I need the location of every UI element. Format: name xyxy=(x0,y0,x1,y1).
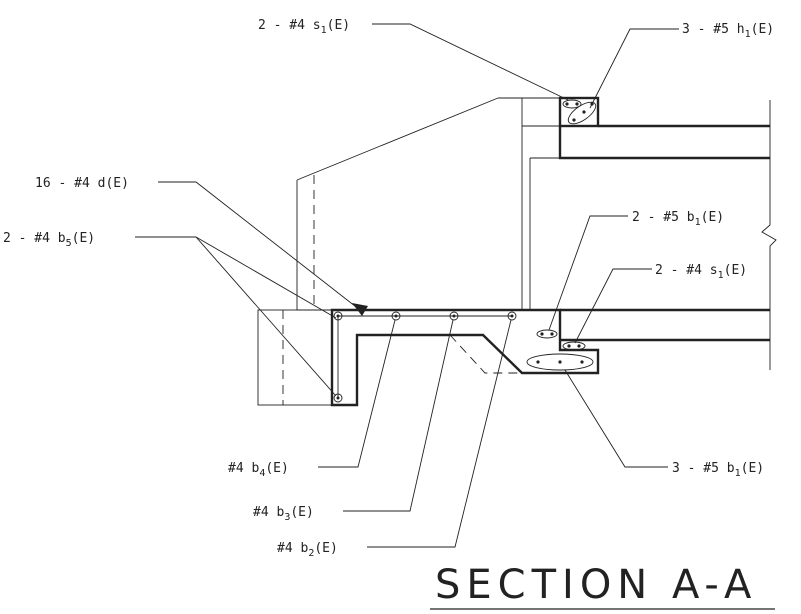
s1-lower-bar-2 xyxy=(577,344,581,348)
label-s1-lower: 2 - #4 s1(E) xyxy=(655,263,747,281)
label-b2: #4 b2(E) xyxy=(277,541,338,559)
structure xyxy=(257,96,777,407)
rebar-b4-dot xyxy=(394,314,398,318)
leader-d-arrow xyxy=(352,303,368,316)
b1-upper-bar-2 xyxy=(550,332,554,336)
rebar-d-1-dot xyxy=(336,314,340,318)
section-title: SECTION A-A xyxy=(435,562,757,608)
leader-s1-top xyxy=(372,23,569,101)
s1-top-group xyxy=(562,99,582,109)
label-b4: #4 b4(E) xyxy=(228,461,289,479)
footing-dashed xyxy=(449,334,522,374)
label-b1-lower: 3 - #5 b1(E) xyxy=(672,461,764,479)
top-block xyxy=(558,96,600,128)
leaders xyxy=(135,23,679,548)
rebar-b2-dot xyxy=(510,314,514,318)
label-b1-upper: 2 - #5 b1(E) xyxy=(632,210,724,228)
rebar-b4 xyxy=(391,311,401,321)
s1-lower-group xyxy=(562,341,586,351)
left-block xyxy=(257,309,333,406)
leader-b1-lower xyxy=(564,369,668,468)
footing-outline xyxy=(330,308,600,407)
label-h1: 3 - #5 h1(E) xyxy=(682,22,774,40)
label-s1-top: 2 - #4 s1(E) xyxy=(258,18,350,36)
rebar-b3-dot xyxy=(452,314,456,318)
h1-bar-2 xyxy=(582,110,586,114)
b1-upper-bar-1 xyxy=(540,332,544,336)
left-wall-outline xyxy=(296,180,332,311)
rebar-b5-dot xyxy=(336,396,340,400)
leader-s1-lower xyxy=(574,268,652,344)
rebar-b5 xyxy=(333,393,343,403)
s1-lower-bar-1 xyxy=(567,344,571,348)
h1-bar-1 xyxy=(572,118,576,122)
b1-lower-bar-1 xyxy=(536,360,540,364)
h1-group xyxy=(567,101,597,125)
leader-d xyxy=(158,181,361,311)
leader-b1-upper xyxy=(548,215,628,331)
rebar-d-1 xyxy=(333,311,343,321)
leader-b2 xyxy=(367,319,512,548)
s1-top-bar-1 xyxy=(565,102,569,106)
label-b5: 2 - #4 b5(E) xyxy=(3,231,95,249)
rebar-b3 xyxy=(449,311,459,321)
slope-line xyxy=(296,97,499,181)
b1-upper-group xyxy=(536,329,558,339)
leader-h1 xyxy=(589,28,679,109)
rebar-b2 xyxy=(507,311,517,321)
leader-b3 xyxy=(343,319,454,512)
break-line xyxy=(761,100,777,370)
top-slab-bottom xyxy=(558,126,770,160)
b1-lower-group xyxy=(526,353,594,371)
labels: 2 - #4 s1(E) 3 - #5 h1(E) 16 - #4 d(E) 2… xyxy=(3,18,774,559)
leader-b5-b xyxy=(195,236,337,319)
leader-b5-a xyxy=(135,236,337,397)
label-b3: #4 b3(E) xyxy=(253,505,314,523)
s1-top-bar-2 xyxy=(575,102,579,106)
leader-b4 xyxy=(318,319,396,468)
b1-lower-bar-3 xyxy=(580,360,584,364)
label-d: 16 - #4 d(E) xyxy=(35,176,129,191)
b1-lower-bar-2 xyxy=(558,360,562,364)
